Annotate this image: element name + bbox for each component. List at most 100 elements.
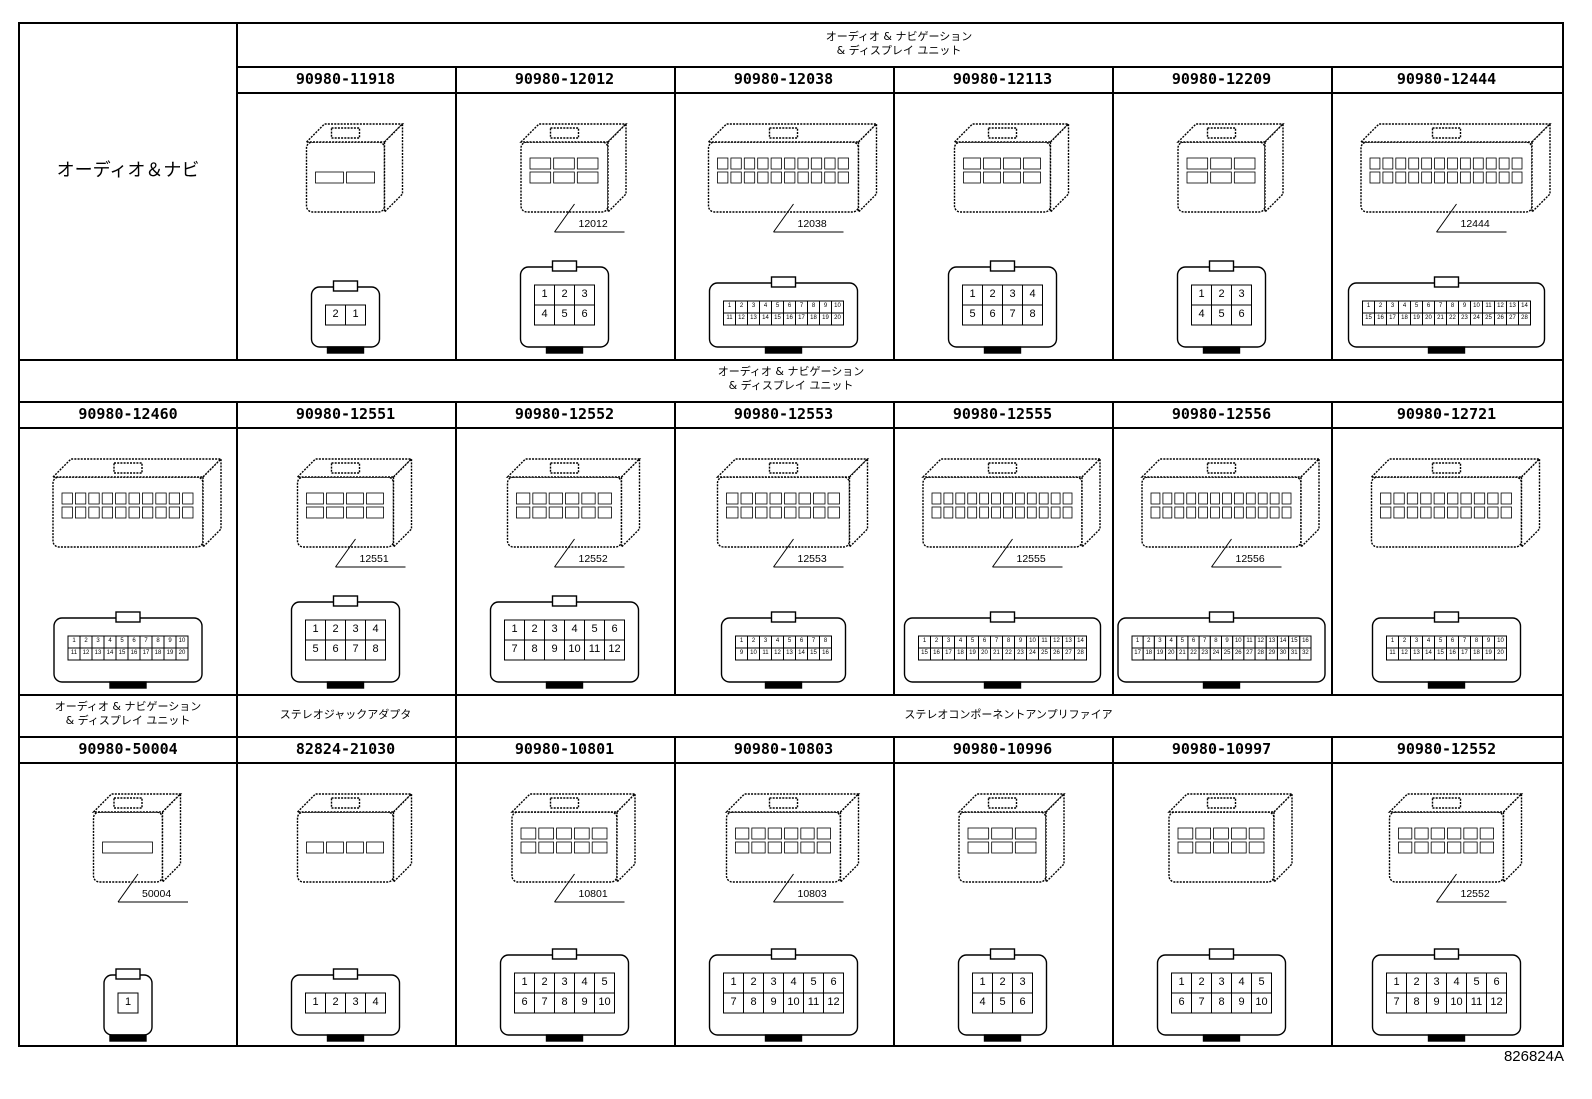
pin-number: 19	[1156, 650, 1164, 656]
connector-drawing	[91, 792, 188, 1042]
pin-number: 6	[1238, 308, 1245, 320]
pin-number: 1	[511, 623, 518, 635]
pin-number: 5	[970, 638, 975, 644]
connector-face-icon	[957, 948, 1048, 1042]
pin-number: 13	[1509, 303, 1516, 309]
pin-number: 10	[1029, 638, 1036, 644]
pin-number: 20	[1497, 650, 1504, 656]
pin-number: 16	[822, 650, 829, 656]
connector-chart: オーディオ＆ナビ オーディオ & ナビゲーション & ディスプレイ ユニット 9…	[18, 22, 1564, 1047]
pin-number: 22	[1190, 650, 1197, 656]
part-number: 90980-12113	[952, 70, 1053, 88]
pin-number: 4	[1198, 308, 1205, 320]
pin-number: 21	[1437, 315, 1444, 321]
pin-number: 5	[591, 623, 598, 635]
pin-number: 10	[1234, 638, 1242, 644]
pin-number: 9	[770, 996, 777, 1008]
part-number: 90980-12553	[733, 405, 834, 423]
pin-number: 20	[1167, 650, 1175, 656]
pin-number: 30	[1279, 650, 1287, 656]
connector-face-icon	[310, 280, 381, 354]
pin-number: 18	[810, 315, 817, 321]
connector-isometric-icon	[51, 457, 223, 549]
pin-number: 7	[1393, 996, 1400, 1008]
pin-number: 12	[1490, 996, 1503, 1008]
pin-number: 1	[1135, 638, 1140, 644]
pin-number: 5	[1218, 308, 1225, 320]
pin-number: 1	[979, 976, 986, 988]
part-number: 90980-10996	[952, 740, 1053, 758]
pin-number: 1	[72, 638, 76, 644]
pin-number: 9	[1433, 996, 1440, 1008]
pin-number: 4	[1453, 976, 1460, 988]
connector-face-icon	[720, 611, 847, 689]
row1-left-label: オーディオ＆ナビ	[56, 160, 200, 181]
pin-number: 4	[372, 996, 379, 1008]
pin-number: 8	[1450, 303, 1455, 309]
connector-isometric-icon	[1176, 122, 1285, 214]
pin-number: 12	[1497, 303, 1504, 309]
pin-number: 8	[1214, 638, 1218, 644]
connector-drawing	[290, 792, 414, 1042]
pin-number: 3	[561, 976, 568, 988]
row3-header-c: ステレオコンポーネントアンプリファイア	[904, 708, 1113, 721]
pin-number: 2	[1413, 976, 1420, 988]
pin-number: 6	[1019, 996, 1026, 1008]
pin-number: 5	[969, 308, 976, 320]
pin-number: 4	[108, 638, 112, 644]
connector-drawing	[1156, 792, 1294, 1042]
pin-number: 3	[1218, 976, 1225, 988]
pin-number: 4	[1238, 976, 1245, 988]
pin-number: 15	[1437, 650, 1444, 656]
pin-number: 16	[1302, 638, 1309, 644]
pin-number: 2	[1147, 638, 1151, 644]
connector-drawing	[51, 457, 223, 689]
pin-number: 9	[739, 650, 744, 656]
connector-isometric-icon	[957, 792, 1066, 884]
pin-number: 8	[1029, 308, 1036, 320]
pin-number: 12	[1053, 638, 1060, 644]
pin-number: 8	[531, 643, 538, 655]
connector-drawing	[304, 122, 405, 354]
pin-number: 5	[1180, 638, 1185, 644]
pin-number: 20	[834, 315, 841, 321]
pin-number: 6	[581, 308, 588, 320]
pin-number: 14	[762, 315, 769, 321]
pin-number: 2	[84, 638, 88, 644]
pin-number: 10	[750, 650, 757, 656]
pin-number: 3	[352, 623, 359, 635]
pin-number: 1	[1178, 976, 1185, 988]
pin-number: 16	[1377, 315, 1384, 321]
connector-callout-label: 12553	[797, 553, 827, 565]
pin-number: 1	[352, 308, 359, 320]
pin-number: 19	[166, 650, 174, 656]
pin-number: 7	[352, 643, 359, 655]
pin-number: 1	[541, 288, 548, 300]
pin-number: 9	[1225, 638, 1229, 644]
pin-number: 3	[1433, 976, 1440, 988]
pin-number: 11	[70, 650, 78, 656]
pin-number: 23	[1461, 315, 1468, 321]
pin-number: 2	[739, 303, 744, 309]
pin-number: 10	[598, 996, 611, 1008]
pin-number: 9	[1238, 996, 1245, 1008]
pin-number: 5	[999, 996, 1006, 1008]
connector-face-icon	[1117, 611, 1326, 689]
pin-number: 6	[1426, 303, 1431, 309]
pin-number: 17	[945, 650, 952, 656]
pin-number: 14	[1521, 303, 1528, 309]
pin-number: 16	[1449, 650, 1456, 656]
pin-number: 7	[1198, 996, 1205, 1008]
connector-drawing	[1117, 457, 1326, 689]
pin-number: 18	[1473, 650, 1480, 656]
pin-number: 3	[1019, 976, 1026, 988]
pin-number: 11	[588, 643, 601, 655]
pin-number: 12	[738, 315, 745, 321]
pin-number: 15	[810, 650, 817, 656]
pin-number: 2	[332, 996, 339, 1008]
pin-number: 4	[1169, 638, 1173, 644]
